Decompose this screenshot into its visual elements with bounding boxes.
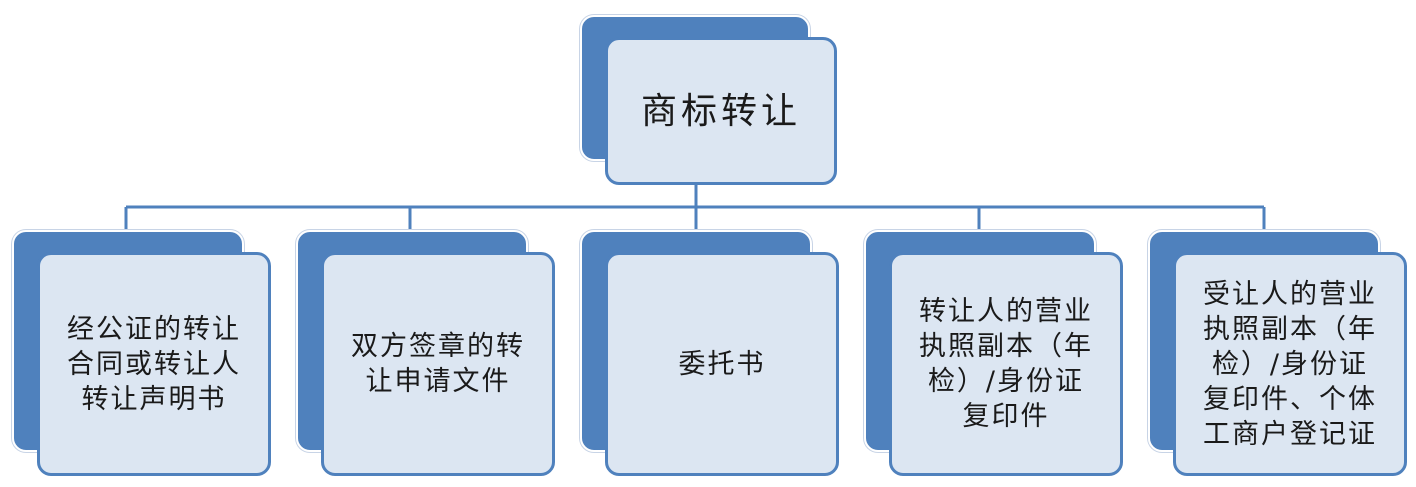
- child-node-1-label: 经公证的转让 合同或转让人 转让声明书: [67, 312, 241, 417]
- child-node-1-line-1: 经公证的转让: [67, 313, 241, 345]
- child-node-4-line-3: 检）/身份证: [927, 366, 1085, 397]
- child-node-3-box: 委托书: [605, 252, 839, 476]
- child-node-4-line-4: 复印件: [962, 401, 1050, 432]
- child-node-5-label: 受让人的营业 执照副本（年 检）/身份证 复印件、个体 工商户登记证: [1203, 277, 1377, 452]
- child-node-1-line-2: 合同或转让人: [67, 348, 241, 380]
- child-node-5-box: 受让人的营业 执照副本（年 检）/身份证 复印件、个体 工商户登记证: [1173, 252, 1407, 476]
- child-node-2-box: 双方签章的转 让申请文件: [321, 252, 555, 476]
- child-node-2-label: 双方签章的转 让申请文件: [351, 329, 525, 399]
- child-node-4-label: 转让人的营业 执照副本（年 检）/身份证 复印件: [919, 294, 1093, 434]
- child-node-1-box: 经公证的转让 合同或转让人 转让声明书: [37, 252, 271, 476]
- child-node-2-line-1: 双方签章的转: [351, 331, 525, 362]
- child-node-5-line-1: 受让人的营业: [1203, 278, 1377, 310]
- child-node-5-line-3: 检）/身份证: [1211, 348, 1369, 380]
- child-node-5-line-2: 执照副本（年: [1203, 313, 1377, 345]
- child-node-3-label: 委托书: [679, 347, 766, 382]
- root-node-box: 商标转让: [605, 37, 837, 185]
- child-node-2-line-2: 让申请文件: [365, 366, 511, 397]
- child-node-4-line-2: 执照副本（年: [919, 331, 1093, 362]
- child-node-4-box: 转让人的营业 执照副本（年 检）/身份证 复印件: [889, 252, 1123, 476]
- child-node-4-line-1: 转让人的营业: [919, 296, 1093, 327]
- root-node-label: 商标转让: [640, 90, 801, 132]
- child-node-3-line-1: 委托书: [678, 348, 766, 380]
- child-node-1-line-3: 转让声明书: [81, 383, 227, 415]
- child-node-5-line-4: 复印件、个体: [1203, 383, 1377, 415]
- child-node-5-line-5: 工商户登记证: [1203, 418, 1377, 450]
